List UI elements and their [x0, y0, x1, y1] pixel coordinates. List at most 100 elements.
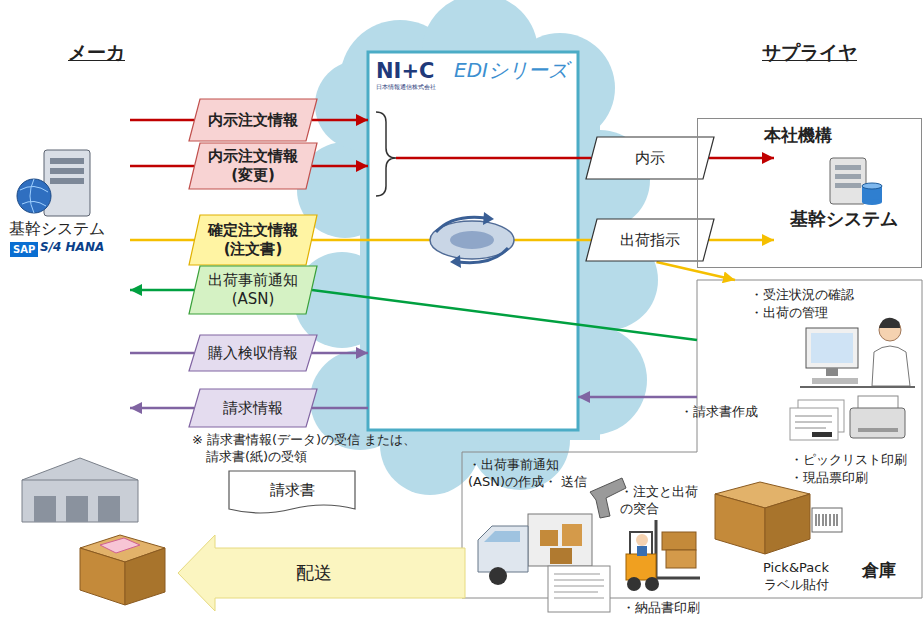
parallelogram-outline — [189, 389, 317, 427]
flow-arrow — [578, 239, 591, 242]
server-icon — [862, 199, 882, 205]
operator-at-pc — [811, 333, 853, 363]
warehouse-area: 倉庫 — [697, 280, 922, 598]
node-text: EDIシリーズ — [454, 58, 568, 83]
data-parallelogram: 内示 — [585, 136, 715, 180]
operator-at-pc — [826, 368, 838, 376]
server-icon — [830, 158, 866, 204]
parallelogram-outline — [189, 143, 317, 189]
flow-arrow — [130, 289, 194, 292]
organization-box: 基幹システム 本社機構 — [697, 118, 922, 268]
parallelogram-outline — [189, 99, 317, 141]
factory-building — [34, 496, 56, 522]
exchange-icon — [450, 231, 494, 249]
factory-building — [22, 480, 138, 481]
cardboard-box — [715, 482, 842, 554]
exchange-icon — [450, 255, 461, 268]
operator-at-pc — [872, 346, 910, 386]
printed-sheets — [790, 400, 844, 440]
operator-at-pc — [806, 328, 858, 368]
server-icon — [44, 150, 90, 216]
annotation-label: 配送 — [296, 561, 332, 584]
flow-arrow — [578, 157, 591, 160]
annotation-label: ・納品書印刷 — [622, 600, 700, 617]
annotation-label: ・出荷の管理 — [750, 305, 828, 322]
node-text: 内示注文情報 (変更) — [202, 147, 304, 185]
node-text: 本社機構 — [764, 125, 832, 146]
node-text: 請求書 — [242, 481, 342, 500]
forklift — [636, 534, 648, 546]
forklift — [656, 520, 700, 580]
data-parallelogram: 内示注文情報 (変更) — [188, 142, 318, 190]
node-text: 倉庫 — [862, 560, 896, 581]
delivery-note — [548, 566, 610, 612]
system-node: 基幹システム — [774, 156, 914, 236]
server-icon — [835, 165, 861, 170]
printed-sheets — [795, 416, 832, 428]
printer — [850, 396, 905, 438]
node-text: 購入検収情報 — [202, 344, 304, 363]
server-icon — [17, 150, 90, 216]
data-parallelogram: 出荷事前通知 (ASN) — [188, 265, 318, 315]
node-text: 出荷指示 — [599, 231, 701, 250]
package — [125, 548, 165, 605]
server-icon — [17, 179, 51, 213]
exchange-icon — [458, 248, 508, 263]
internal-flow-line — [396, 157, 578, 160]
operator-at-pc — [879, 318, 900, 328]
annotation-label: メーカ — [68, 40, 125, 65]
printer — [850, 408, 905, 438]
exchange-icon — [430, 212, 514, 268]
delivery-truck — [540, 530, 558, 546]
parallelogram-outline — [586, 137, 714, 179]
server-icon — [830, 158, 882, 205]
parallelogram-outline — [189, 215, 317, 265]
printer — [858, 428, 898, 432]
package — [80, 548, 125, 605]
annotation-label: ・ピックリスト印刷 — [790, 452, 907, 469]
node-text: 内示 — [599, 149, 701, 168]
flow-arrow — [130, 352, 194, 355]
exchange-icon — [483, 212, 494, 225]
forklift — [626, 554, 656, 580]
operator-at-pc — [800, 318, 915, 387]
flow-arrow — [130, 239, 194, 242]
annotation-label: ・受注状況の確認 — [750, 287, 854, 304]
factory-building — [22, 458, 138, 522]
package — [80, 535, 165, 605]
flow-arrow — [312, 165, 368, 168]
annotation-label: サプライヤ — [762, 40, 857, 65]
flow-arrow — [578, 396, 697, 399]
server-icon — [835, 174, 861, 179]
edi-platform: NI+C日本情報通信株式会社 EDIシリーズ — [368, 52, 578, 430]
annotation-label: ・現品票印刷 — [790, 470, 868, 487]
delivery-truck — [528, 514, 592, 566]
factory-building — [66, 496, 88, 522]
server-icon — [20, 179, 48, 213]
node-text: NI+C — [376, 58, 434, 84]
system-node: 基幹システム — [5, 95, 130, 425]
server-icon — [50, 178, 84, 184]
annotation-label: ・出荷事前通知 (ASN)の作成・ 送信 — [468, 457, 588, 491]
flow-arrow — [709, 239, 774, 242]
package — [100, 538, 140, 553]
cardboard-box — [816, 514, 837, 526]
document-shape: 請求書 — [228, 470, 356, 516]
parallelogram-outline — [189, 335, 317, 371]
node-text: 出荷事前通知 (ASN) — [202, 271, 304, 309]
data-parallelogram: 内示注文情報 — [188, 98, 318, 142]
node-text: 確定注文情報 (注文書) — [202, 221, 304, 259]
document-outline — [229, 471, 355, 513]
delivery-note — [548, 566, 610, 612]
node-text: 日本情報通信株式会社 — [376, 83, 436, 91]
delivery-arrow — [178, 535, 465, 611]
annotation-label: S/4 HANA — [40, 240, 104, 256]
cardboard-box — [812, 508, 842, 532]
flow-arrow — [312, 352, 368, 355]
delivery-truck — [562, 524, 582, 546]
factory-building — [22, 458, 138, 522]
server-icon — [862, 183, 882, 189]
cardboard-box — [765, 494, 810, 554]
forklift — [662, 532, 696, 550]
flow-arrow — [130, 407, 194, 410]
